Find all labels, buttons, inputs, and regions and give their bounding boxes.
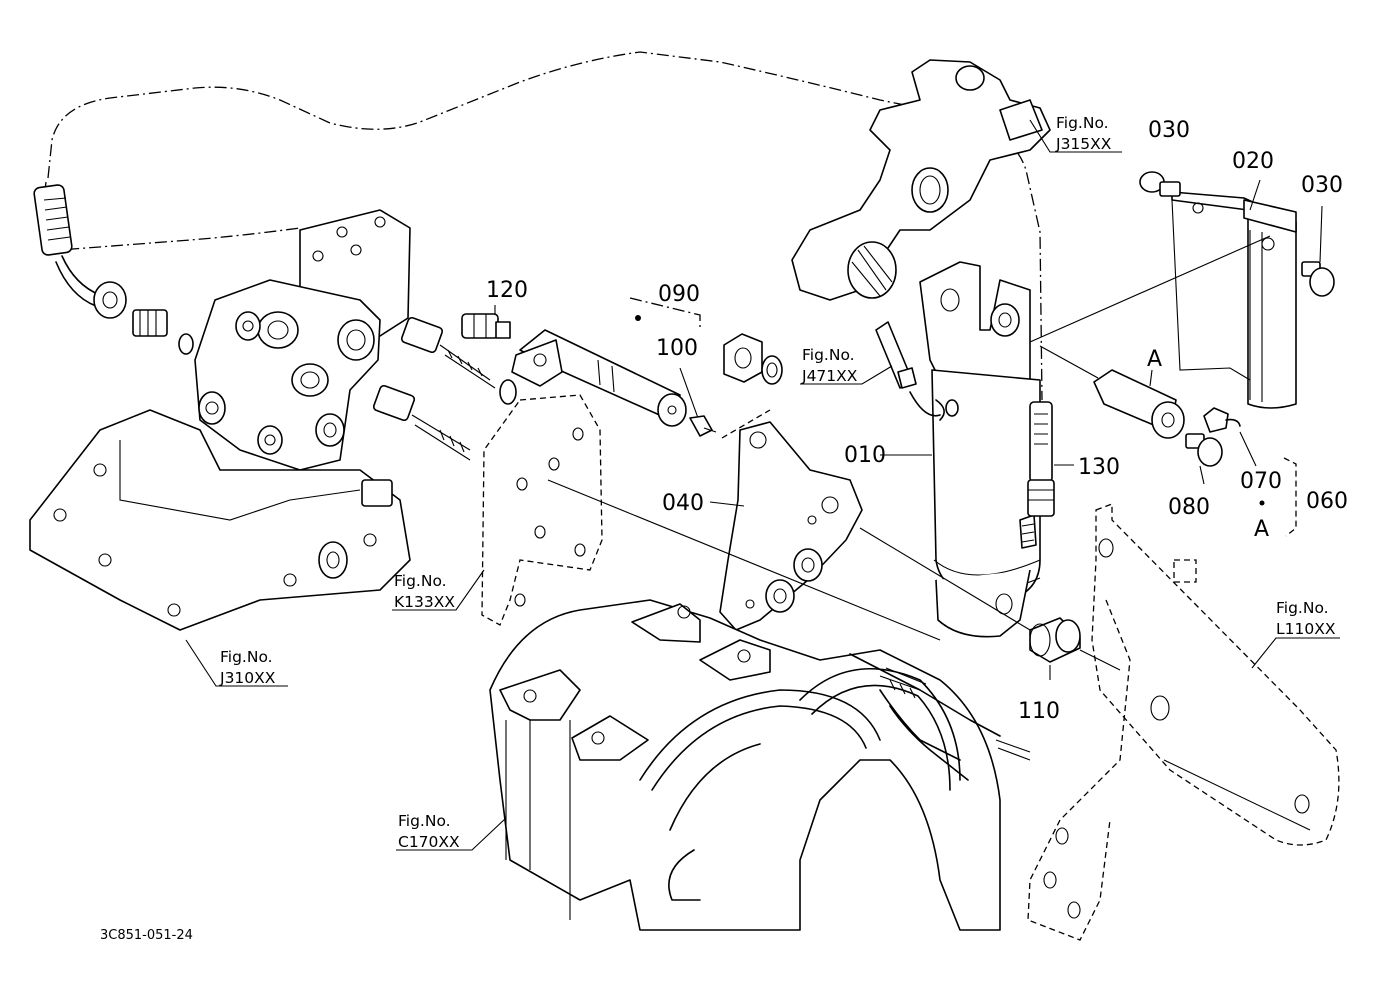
fig-ref-j471: J471XX [801,367,858,385]
fig-ref-c170: C170XX [398,833,460,851]
fig-ref-j315: J315XX [1055,135,1112,153]
leader-j471 [800,365,893,385]
label-040: 040 [662,491,704,516]
fig-prefix-j471: Fig.No. [802,346,855,364]
part-110-bushing [1029,617,1081,663]
part-040-bracket [719,421,863,631]
fig-prefix-j315: Fig.No. [1056,114,1109,132]
part-060-assembly [1093,369,1241,467]
leader-j315 [1029,119,1122,153]
label-mark-a1: A [1147,347,1162,372]
label-mark-a2: A [1254,517,1269,542]
part-130-hose-end [1027,401,1055,517]
transmission-case [489,599,1031,931]
housing-cover-plate [29,409,411,631]
label-070: 070 [1240,469,1282,494]
leader-k133 [392,569,485,611]
label-130: 130 [1078,455,1120,480]
lift-arm [791,59,1051,301]
drawing-code: 3C851-051-24 [100,928,193,943]
label-030b: 030 [1301,173,1343,198]
label-090: 090 [658,282,700,307]
callout-dot [1259,500,1265,506]
label-060: 060 [1306,489,1348,514]
part-100-grease-nipple [689,415,717,437]
control-valve-block [194,209,411,471]
label-100: 100 [656,336,698,361]
leader-l110 [1251,637,1340,669]
bracket-k133-holes [514,427,586,607]
part-010-cylinder [919,261,1041,638]
label-030a: 030 [1148,118,1190,143]
leader-j310 [185,639,288,687]
part-020-cover [1171,191,1297,409]
hose-end-fitting [33,184,194,355]
fig-prefix-k133: Fig.No. [394,572,447,590]
label-080: 080 [1168,495,1210,520]
label-010: 010 [844,443,886,468]
frame-holes [1043,538,1310,919]
frame-l110 [1091,503,1340,846]
fig-ref-l110: L110XX [1276,620,1336,638]
fitting-bolts [372,316,517,461]
fig-ref-j310: J310XX [219,669,276,687]
part-090-pin [511,329,687,427]
callout-dot [635,315,641,321]
leader-c170 [396,817,507,851]
bracket-k133 [481,394,603,626]
washer-nut-set [723,333,783,385]
hydraulic-hose [47,51,921,179]
label-120: 120 [486,278,528,303]
fig-prefix-j310: Fig.No. [220,648,273,666]
part-120-fitting [461,313,511,339]
part-030-bolt-right [1301,261,1335,297]
part-030-bolt-left [1139,171,1181,197]
fig-prefix-c170: Fig.No. [398,812,451,830]
fig-ref-k133: K133XX [394,593,455,611]
return-pipe-j471 [875,321,941,417]
label-110: 110 [1018,699,1060,724]
fig-prefix-l110: Fig.No. [1276,599,1329,617]
label-020: 020 [1232,149,1274,174]
